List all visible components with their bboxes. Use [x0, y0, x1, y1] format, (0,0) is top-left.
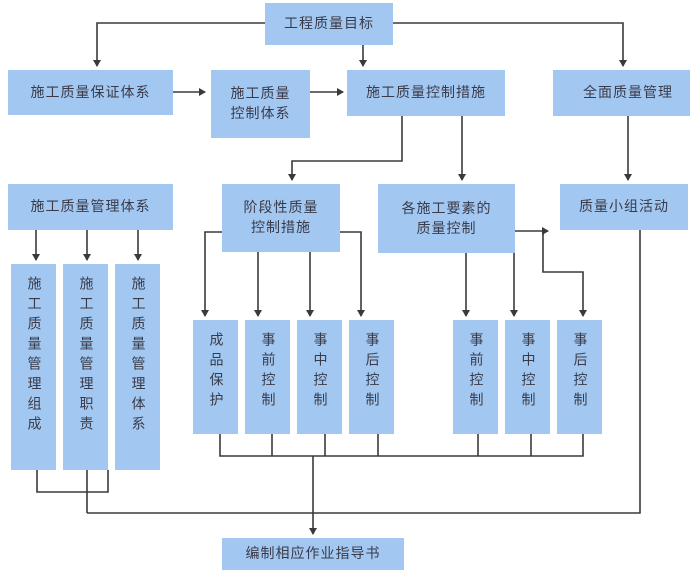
node-mgmt-system[interactable]: 施工质量管理体系 — [8, 184, 173, 230]
node-tqm[interactable]: 全面质量管理 — [553, 70, 690, 116]
node-stage-measures[interactable]: 阶段性质量 控制措施 — [222, 184, 340, 252]
node-elem-mid[interactable]: 事中控制 — [505, 320, 550, 434]
node-elem-post[interactable]: 事后控制 — [557, 320, 602, 434]
node-qc-group[interactable]: 质量小组活动 — [560, 184, 688, 230]
node-elem-pre[interactable]: 事前控制 — [453, 320, 498, 434]
node-stage-pre[interactable]: 事前控制 — [245, 320, 290, 434]
node-stage-mid[interactable]: 事中控制 — [297, 320, 342, 434]
arrow-goal-to-assurance — [93, 22, 265, 67]
arrow-goal-to-tqm — [393, 22, 627, 67]
node-mgmt-duty[interactable]: 施工质量管理职责 — [63, 264, 108, 470]
arrow-element-to-post — [542, 231, 587, 317]
bus-mgmt — [36, 470, 109, 493]
node-element-control[interactable]: 各施工要素的 质量控制 — [378, 184, 515, 253]
node-control-measures[interactable]: 施工质量控制措施 — [347, 70, 505, 116]
bus-bottom — [87, 230, 641, 514]
node-guide-book[interactable]: 编制相应作业指导书 — [222, 538, 404, 570]
bus-stage-element — [219, 434, 584, 457]
node-stage-post[interactable]: 事后控制 — [349, 320, 394, 434]
node-goal[interactable]: 工程质量目标 — [265, 3, 393, 45]
node-mgmt-sys[interactable]: 施工质量管理体系 — [115, 264, 160, 470]
node-mgmt-org[interactable]: 施工质量管理组成 — [11, 264, 56, 470]
arrow-stage-to-protect — [201, 231, 222, 317]
arrow-measures-to-stage — [288, 116, 403, 181]
node-control-system[interactable]: 施工质量 控制体系 — [211, 70, 310, 138]
node-assurance-system[interactable]: 施工质量保证体系 — [8, 70, 173, 115]
node-product-protect[interactable]: 成品保护 — [193, 320, 238, 434]
arrow-stage-to-post — [340, 231, 365, 317]
